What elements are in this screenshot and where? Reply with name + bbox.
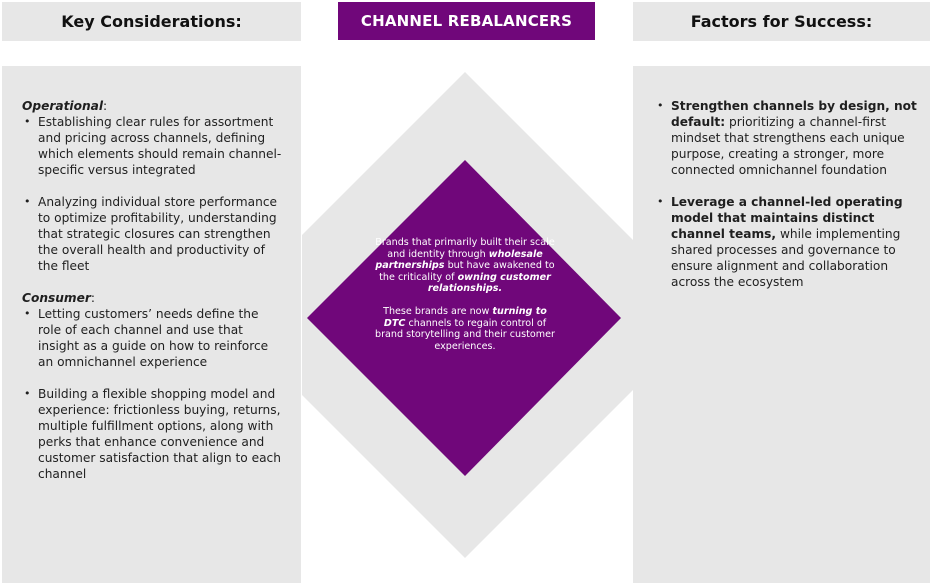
factors-list: Strengthen channels by design, not defau… [655, 98, 917, 290]
list-item: Analyzing individual store performance t… [22, 194, 284, 274]
key-considerations-content: Operational: Establishing clear rules fo… [22, 98, 284, 482]
list-item: Building a flexible shopping model and e… [22, 386, 284, 482]
diamond-diagram [302, 60, 633, 583]
factor-headline: Strengthen channels by design, not defau… [671, 99, 917, 129]
factors-for-success-content: Strengthen channels by design, not defau… [655, 98, 917, 290]
section-operational: Operational: Establishing clear rules fo… [22, 98, 284, 274]
description-paragraph-1: Brands that primarily built their scale … [375, 237, 555, 295]
factor-text: prioritizing a channel-first mindset tha… [671, 115, 905, 177]
text-run: but have awakened to the criticality of [379, 260, 555, 283]
channel-rebalancers-banner: CHANNEL REBALANCERS [338, 2, 595, 40]
factor-headline: Leverage a channel-led operating model t… [671, 195, 903, 241]
text-run: Brands that primarily built their scale … [375, 237, 555, 260]
inner-purple-diamond [307, 160, 621, 476]
list-item: Leverage a channel-led operating model t… [655, 194, 917, 290]
emphasis-turning-to-dtc: turning to DTC [383, 305, 547, 329]
text-run: These brands are now [383, 305, 493, 317]
list-item: Establishing clear rules for assortment … [22, 114, 284, 178]
key-considerations-title: Key Considerations: [61, 12, 242, 31]
section-title-consumer: Consumer [22, 291, 91, 305]
operational-list: Establishing clear rules for assortment … [22, 114, 284, 274]
channel-rebalancers-title: CHANNEL REBALANCERS [360, 12, 573, 30]
factor-text: while implementing shared processes and … [671, 227, 901, 289]
factors-for-success-title: Factors for Success: [690, 12, 873, 31]
description-paragraph-2: These brands are now turning to DTC chan… [375, 306, 555, 352]
key-considerations-header: Key Considerations: [2, 2, 301, 41]
list-item: Strengthen channels by design, not defau… [655, 98, 917, 178]
diamond-svg [302, 72, 633, 558]
emphasis-wholesale: wholesale partnerships [375, 248, 543, 272]
section-title-operational: Operational [22, 99, 104, 113]
emphasis-owning-customer: owning customer relationships. [427, 271, 551, 295]
consumer-list: Letting customers’ needs define the role… [22, 306, 284, 482]
text-run: channels to regain control of brand stor… [375, 317, 555, 352]
factors-for-success-header: Factors for Success: [633, 2, 930, 41]
section-consumer: Consumer: Letting customers’ needs defin… [22, 290, 284, 482]
list-item: Letting customers’ needs define the role… [22, 306, 284, 370]
channel-rebalancers-description: Brands that primarily built their scale … [375, 237, 555, 352]
